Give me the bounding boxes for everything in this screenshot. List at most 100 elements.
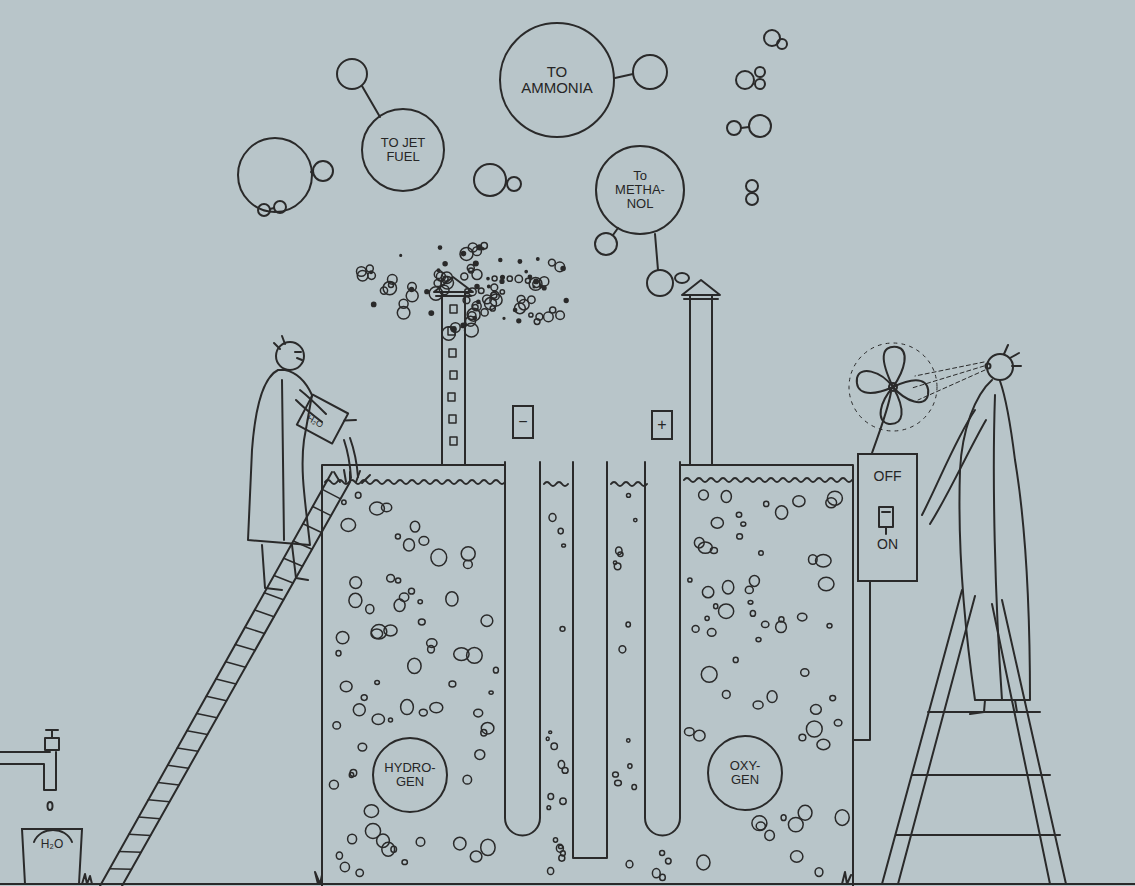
molecule-dot [491,284,498,291]
gas-circle: HYDRO- GEN [372,737,448,813]
gas-bubble [834,720,842,727]
ladder-rung [168,765,189,768]
gas-bubble [753,701,763,709]
chimney-part [442,292,465,465]
spray-dot [564,299,568,303]
spray-dot [477,245,482,250]
spray-dot [372,302,376,306]
scientist-left-part-part [297,395,348,444]
gas-bubble [387,574,395,582]
molecule-dot [519,300,529,310]
gas-bubble [705,616,709,620]
molecule-atoms-part [507,177,521,191]
scientist-left-part [282,380,326,540]
gas-bubble [811,705,822,715]
ladder-rung [119,851,141,853]
molecule-atoms-part [258,204,270,216]
gas-bubble [493,667,498,673]
ground-part [82,872,851,884]
spray-dot [443,262,447,266]
gas-bubble [618,552,623,557]
circle-outline [362,109,444,191]
gas-bubble [756,822,765,830]
gas-bubble [692,626,699,633]
gas-bubble [750,611,755,617]
gas-bubble [707,629,716,637]
spray-dot [429,311,433,315]
gas-bubble [454,837,466,850]
molecule-dot [544,312,554,322]
fan-part [872,392,891,453]
spray-dot [518,260,521,263]
gas-bubble [721,490,731,502]
molecule-dot [406,290,418,302]
stepladder-part [896,712,1060,835]
gas-bubble [404,539,415,551]
spray-dot [461,252,465,256]
molecule-dot [507,276,512,281]
molecule-atoms-part [746,193,758,205]
gas-bubble [548,793,554,799]
water-bucket-outline [22,828,82,884]
text-holder: TO JET FUEL [361,108,445,192]
spray-dot [438,246,441,249]
spray-dot [500,280,504,284]
molecule-dot [434,279,441,286]
molecule-atoms-part [595,233,617,255]
molecule-atoms [238,30,787,296]
chimney-part [434,277,473,296]
rising-bubble [450,305,457,313]
molecule-dot [429,287,442,300]
scientist-left-part [248,370,312,545]
gas-bubble [560,798,566,804]
gas-bubble [377,834,390,847]
ladder-rung [110,868,132,870]
molecule-dot [461,273,468,280]
molecule-atoms-part [736,71,754,89]
gas-bubble [749,575,759,586]
molecule-dot [529,313,533,317]
gas-bubble [801,669,809,676]
scientist-right-part [1004,345,1021,366]
gas-bubble [546,737,549,741]
gas-bubble [752,816,767,831]
faucet-part [45,738,59,750]
molecule-dot [366,265,373,272]
gas-bubble [626,622,630,627]
spray-dot [499,259,502,262]
ground-part [0,883,1135,885]
molecule-atoms-part [675,273,689,283]
box-outline [858,454,917,581]
ladder-rung [313,507,331,516]
molecule-atoms-part [238,138,312,212]
gas-bubble [474,709,483,717]
scientist-left-part [276,342,304,370]
spray-dot [477,300,480,303]
scientist-left-part-part [344,415,356,425]
molecule-atoms-part [755,67,765,77]
gas-bubble [737,534,743,539]
gas-bubble [348,834,357,844]
spray-dot [501,275,505,279]
molecule-atoms-part [506,182,507,183]
gas-bubble [781,815,786,821]
scientist-left-part [297,395,357,448]
node-text: + [657,416,666,434]
scientist-right-part [994,395,1002,700]
tank-part [645,462,680,836]
bubbles [329,305,849,881]
node-text: OXY- GEN [719,759,771,788]
gas-bubble [627,494,631,498]
fan [849,343,937,453]
gas-bubble [697,855,710,870]
gas-bubble [615,780,622,785]
gas-bubble [560,627,565,632]
ladder-rung [245,627,265,633]
gas-bubble [830,696,836,701]
molecule-dot [485,298,497,310]
ladder-rung [206,696,226,701]
molecule-atoms-part [749,115,771,137]
faucet-part [48,802,53,810]
gas-bubble [688,578,692,582]
molecule-atoms-part [727,121,741,135]
